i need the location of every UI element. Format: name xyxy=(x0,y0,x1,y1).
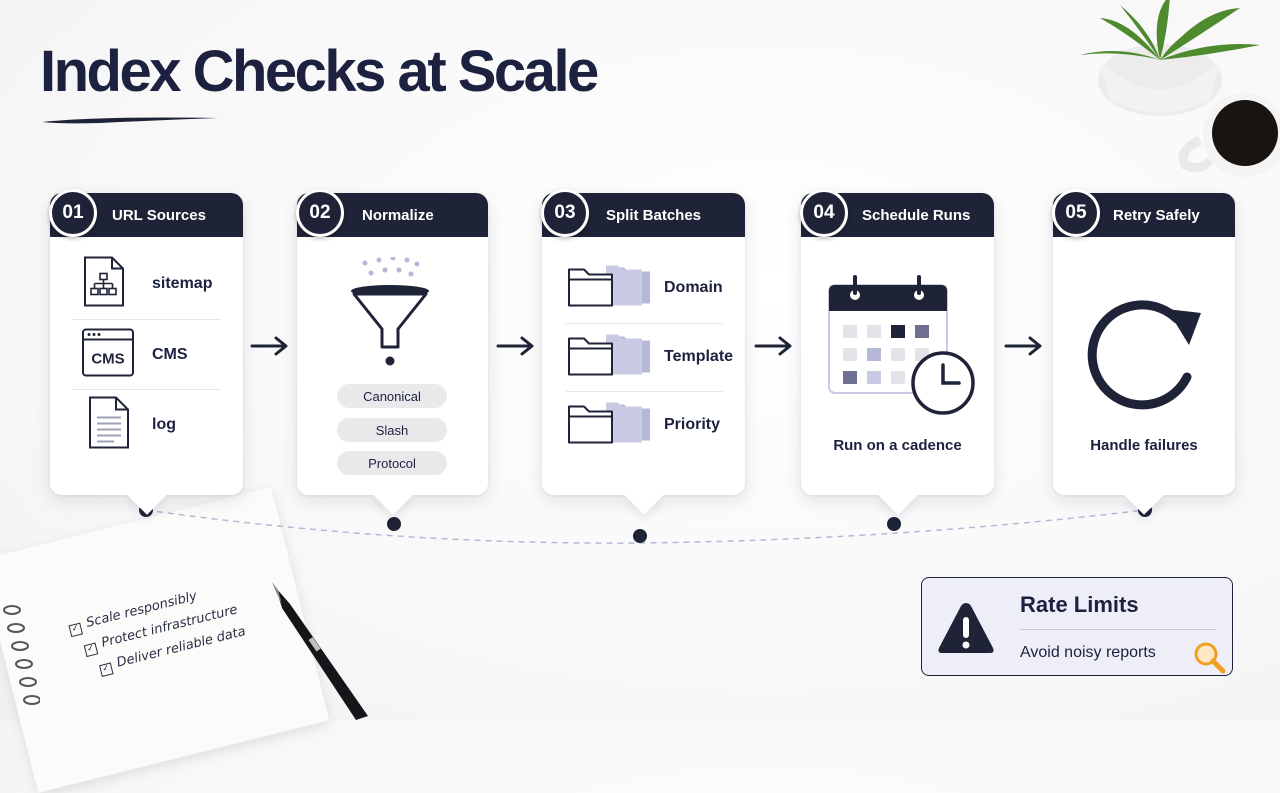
calendar-clock-icon xyxy=(828,275,975,415)
source-item-sitemap: sitemap xyxy=(72,249,221,319)
timeline-dot xyxy=(387,517,401,531)
warning-icon xyxy=(938,603,994,653)
batch-item-template: Template xyxy=(566,323,733,390)
step-caption: Run on a cadence xyxy=(833,437,962,454)
document-sitemap-icon xyxy=(82,256,126,313)
arrow-right-icon xyxy=(250,336,288,356)
funnel-icon xyxy=(351,257,429,366)
magnifier-icon xyxy=(1194,642,1226,674)
timeline-curve xyxy=(139,503,1152,544)
timeline-dot xyxy=(887,517,901,531)
step-title: Retry Safely xyxy=(1113,207,1200,224)
page-title: Index Checks at Scale xyxy=(40,39,599,104)
step-caption: Handle failures xyxy=(1090,437,1198,454)
pen-decoration xyxy=(272,582,368,720)
log-document-icon xyxy=(88,396,130,455)
step-card-url-sources: URL Sources 01 sitemap CMS CMS log xyxy=(49,189,243,515)
folder-icon xyxy=(566,264,652,313)
step-card-schedule-runs: Schedule Runs 04 Run on a cadence xyxy=(800,189,994,515)
step-title: URL Sources xyxy=(112,207,206,224)
step-number: 02 xyxy=(296,189,344,237)
title-underline xyxy=(42,117,218,124)
folder-icon xyxy=(566,401,652,450)
svg-text:CMS: CMS xyxy=(91,351,124,368)
batch-item-priority: Priority xyxy=(566,391,723,458)
folder-icon xyxy=(566,333,652,382)
rate-limits-subtitle: Avoid noisy reports xyxy=(1020,644,1156,661)
cms-window-icon: CMS xyxy=(82,328,134,382)
arrow-right-icon xyxy=(1004,336,1042,356)
retry-arrow-icon xyxy=(1087,300,1201,410)
step-title: Split Batches xyxy=(606,207,702,224)
timeline-dot xyxy=(633,529,647,543)
arrow-right-icon xyxy=(496,336,534,356)
step-card-normalize: Normalize 02 Canonical Slash Protocol xyxy=(296,189,488,515)
source-item-log: log xyxy=(72,389,221,460)
rate-limits-callout: Rate Limits Avoid noisy reports xyxy=(921,577,1233,676)
arrow-right-icon xyxy=(754,336,792,356)
step-number: 03 xyxy=(541,189,589,237)
plant-decoration xyxy=(1080,0,1280,177)
normalize-pill: Slash xyxy=(337,418,447,442)
step-card-split-batches: Split Batches 03 Domain Template Priorit… xyxy=(541,189,745,515)
spiral-binding xyxy=(3,605,40,705)
step-number: 05 xyxy=(1052,189,1100,237)
step-title: Schedule Runs xyxy=(862,207,971,224)
step-number: 04 xyxy=(800,189,848,237)
step-title: Normalize xyxy=(362,207,434,224)
step-card-retry-safely: Retry Safely 05 Handle failures xyxy=(1052,189,1235,515)
normalize-pill: Canonical xyxy=(337,384,447,408)
rate-limits-title: Rate Limits xyxy=(1020,592,1139,617)
step-number: 01 xyxy=(49,189,97,237)
source-item-cms: CMS CMS xyxy=(72,319,221,390)
normalize-pill: Protocol xyxy=(337,451,447,475)
batch-item-domain: Domain xyxy=(566,255,723,321)
